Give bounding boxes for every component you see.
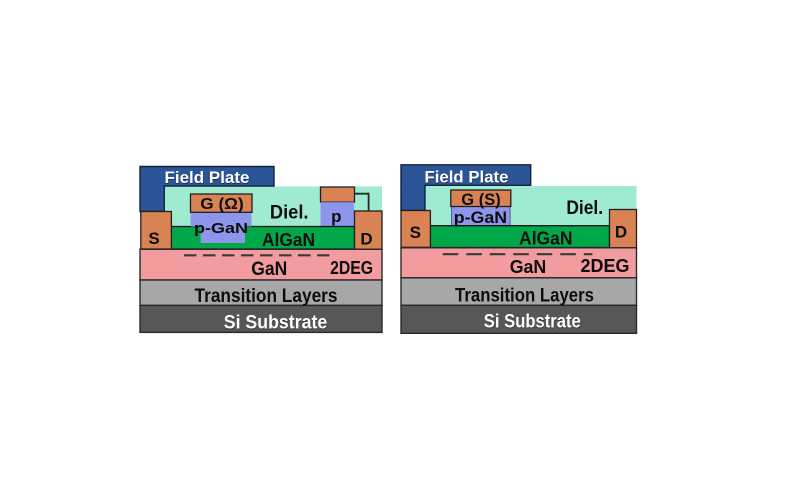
svg-text:Field Plate: Field Plate [425,170,509,188]
svg-text:AlGaN: AlGaN [519,229,573,249]
svg-text:Transition Layers: Transition Layers [195,286,338,307]
svg-text:Field Plate: Field Plate [165,170,250,188]
svg-text:2DEG: 2DEG [581,255,630,276]
svg-text:Si Substrate: Si Substrate [224,313,328,335]
svg-text:Field Plate: Field Plate [425,169,509,187]
svg-text:Field Plate: Field Plate [165,169,250,187]
svg-text:p: p [331,207,341,226]
svg-text:Si Substrate: Si Substrate [484,312,581,334]
svg-text:D: D [360,230,372,249]
svg-text:S: S [410,223,421,242]
svg-text:GaN: GaN [510,257,547,277]
svg-text:G (S): G (S) [461,191,501,209]
svg-text:p-GaN: p-GaN [454,208,507,227]
svg-text:Transition Layers: Transition Layers [455,286,594,307]
svg-text:AlGaN: AlGaN [262,230,315,250]
svg-text:Diel.: Diel. [270,202,309,223]
svg-text:Si Substrate: Si Substrate [224,312,328,334]
svg-text:GaN: GaN [251,259,287,280]
svg-text:2DEG: 2DEG [330,257,373,278]
svg-text:S: S [148,229,159,248]
svg-text:D: D [615,223,627,242]
svg-text:Diel.: Diel. [566,198,603,219]
svg-text:Si Substrate: Si Substrate [484,310,581,332]
svg-text:p-GaN: p-GaN [194,220,248,237]
svg-text:G (Ω): G (Ω) [200,196,244,213]
